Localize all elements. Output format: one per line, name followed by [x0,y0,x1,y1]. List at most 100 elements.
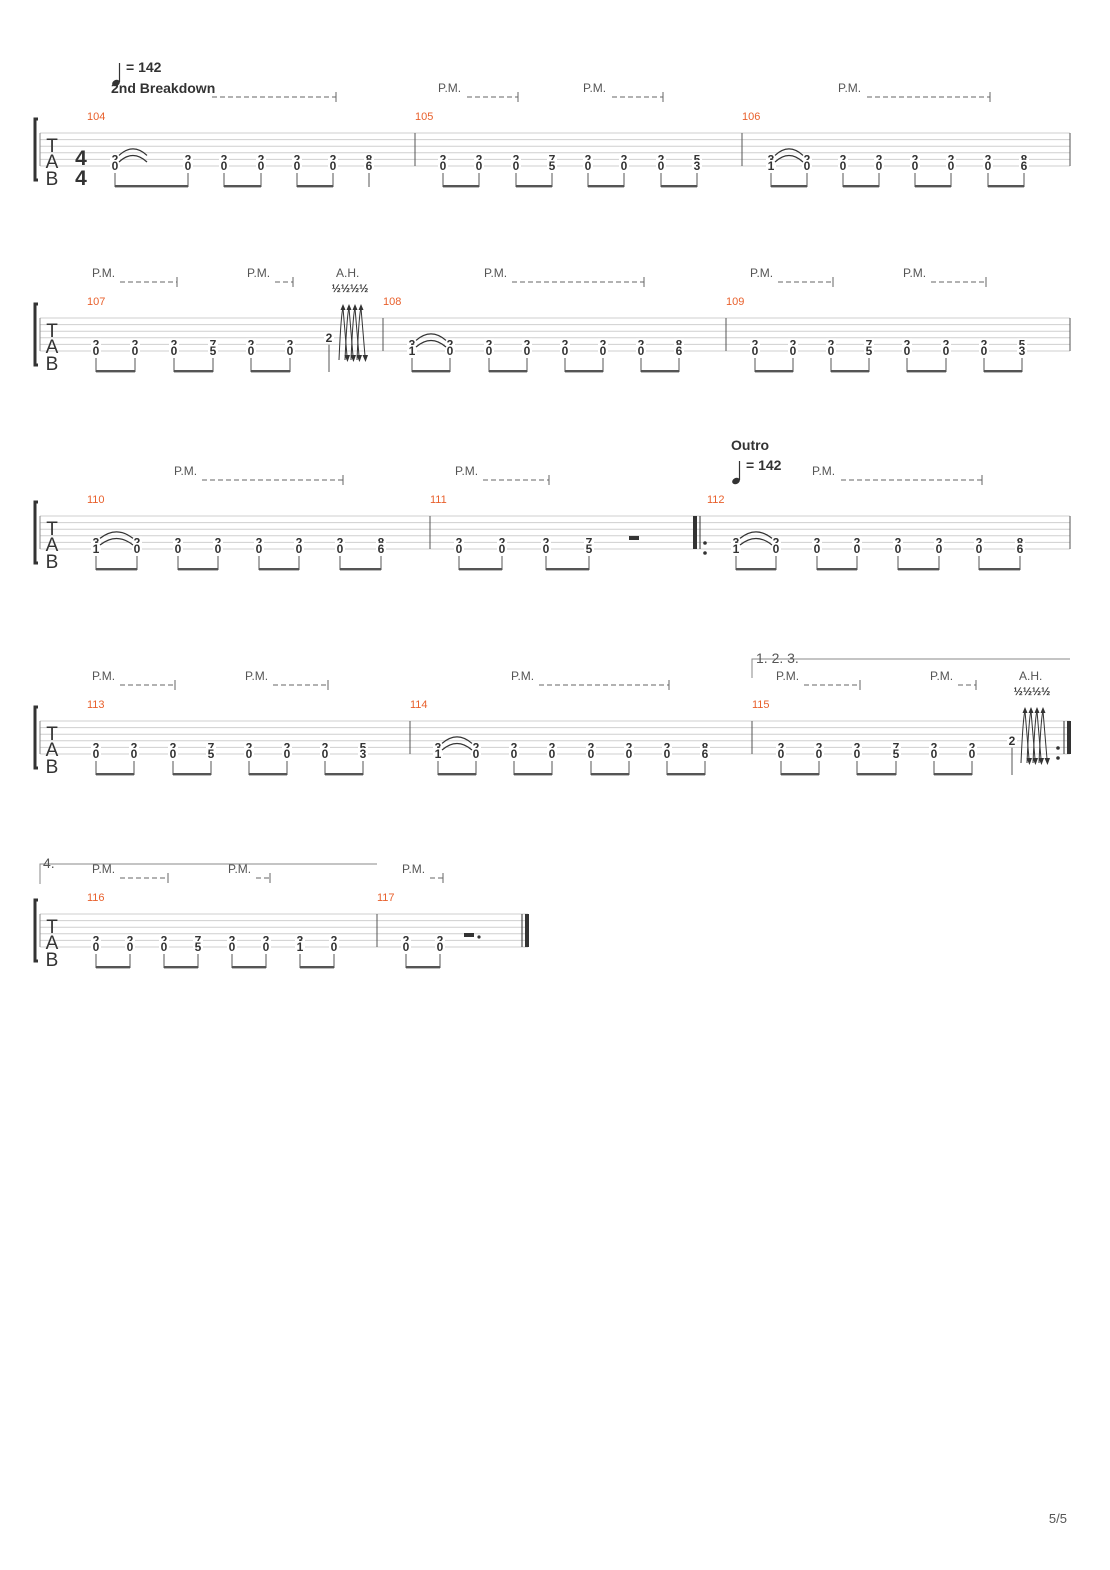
fret-number: 2 [93,740,100,754]
beam [988,185,1024,188]
bend-arrow-down [344,355,350,362]
fret-number: 8 [1021,152,1028,166]
fret-number: 2 [93,933,100,947]
beam [591,773,629,776]
fret-bg [974,536,984,547]
fret-bg [656,153,666,164]
fret-bg [484,338,494,349]
fret-bg [132,543,142,553]
fret-number: 0 [331,940,338,954]
fret-number: 0 [161,940,168,954]
fret-bg [438,160,448,170]
fret-number: 2 [816,740,823,754]
hammer-on-slur [118,148,148,156]
palm-mute-label: P.M. [228,862,251,876]
fret-number: 0 [134,542,141,556]
bend-arrow-down [350,355,356,362]
beam [489,370,527,373]
fret-number: 2 [171,337,178,351]
fret-bg [692,153,702,164]
fret-number: 1 [297,940,304,954]
fret-number: 2 [294,152,301,166]
fret-number: 0 [322,747,329,761]
fret-number: 2 [626,740,633,754]
fret-bg [902,338,912,349]
fret-bg [674,345,684,355]
fret-bg [471,748,481,758]
fret-bg [173,536,183,547]
fret-number: 0 [549,747,556,761]
fret-number: 0 [752,344,759,358]
fret-number: 2 [840,152,847,166]
fret-number: 0 [585,159,592,173]
fret-number: 2 [511,740,518,754]
fret-number: 0 [330,159,337,173]
fret-number: 2 [828,337,835,351]
fret-number: 2 [664,740,671,754]
beam [96,966,130,969]
hammer-on-slur [99,531,134,539]
bend-amount: ½½½½ [1014,686,1051,698]
tab-clef-t: T [46,724,58,745]
fret-number: 3 [297,933,304,947]
bend-amount: ½½½½ [332,283,369,295]
fret-bg [979,345,989,355]
fret-number: 6 [378,542,385,556]
fret-bg [874,153,884,164]
fret-bg [91,536,101,547]
fret-number: 2 [773,535,780,549]
fret-bg [802,153,812,164]
fret-number: 0 [511,747,518,761]
fret-number: 2 [229,933,236,947]
fret-bg [674,338,684,349]
fret-number: 2 [876,152,883,166]
fret-number: 2 [854,740,861,754]
fret-number: 3 [768,152,775,166]
fret-number: 2 [936,535,943,549]
fret-number: 3 [360,747,367,761]
fret-bg [560,345,570,355]
fret-bg [584,543,594,553]
fret-number: 0 [263,940,270,954]
fret-number: 2 [476,152,483,166]
fret-number: 2 [912,152,919,166]
fret-bg [244,748,254,758]
fret-number: 2 [976,535,983,549]
fret-bg [292,160,302,170]
beam [781,773,819,776]
measure-number: 117 [377,892,395,904]
fret-number: 0 [473,747,480,761]
fret-number: 2 [326,331,333,345]
fret-number: 5 [210,344,217,358]
hammer-on-slur [774,154,804,163]
fret-number: 2 [549,740,556,754]
fret-number: 0 [524,344,531,358]
fret-number: 0 [258,159,265,173]
half-rest [629,536,639,540]
fret-bg [656,160,666,170]
palm-mute-label: P.M. [245,669,268,683]
measure-number: 104 [87,111,105,123]
fret-number: 3 [93,535,100,549]
fret-bg [1015,543,1025,553]
palm-mute-label: P.M. [247,266,270,280]
fret-number: 0 [284,747,291,761]
fret-number: 2 [804,152,811,166]
palm-mute-label: P.M. [92,862,115,876]
fret-bg [1017,345,1027,355]
fret-number: 0 [256,542,263,556]
fret-number: 2 [170,740,177,754]
tempo-marking: = 142 [746,457,782,473]
repeat-start-thick [693,516,697,549]
fret-number: 0 [969,747,976,761]
fret-number: 2 [895,535,902,549]
fret-number: 0 [287,344,294,358]
fret-bg [401,934,411,945]
fret-number: 2 [258,152,265,166]
fret-bg [1019,160,1029,170]
fret-bg [771,543,781,553]
fret-bg [110,153,120,164]
beam [232,966,266,969]
fret-number: 0 [447,344,454,358]
